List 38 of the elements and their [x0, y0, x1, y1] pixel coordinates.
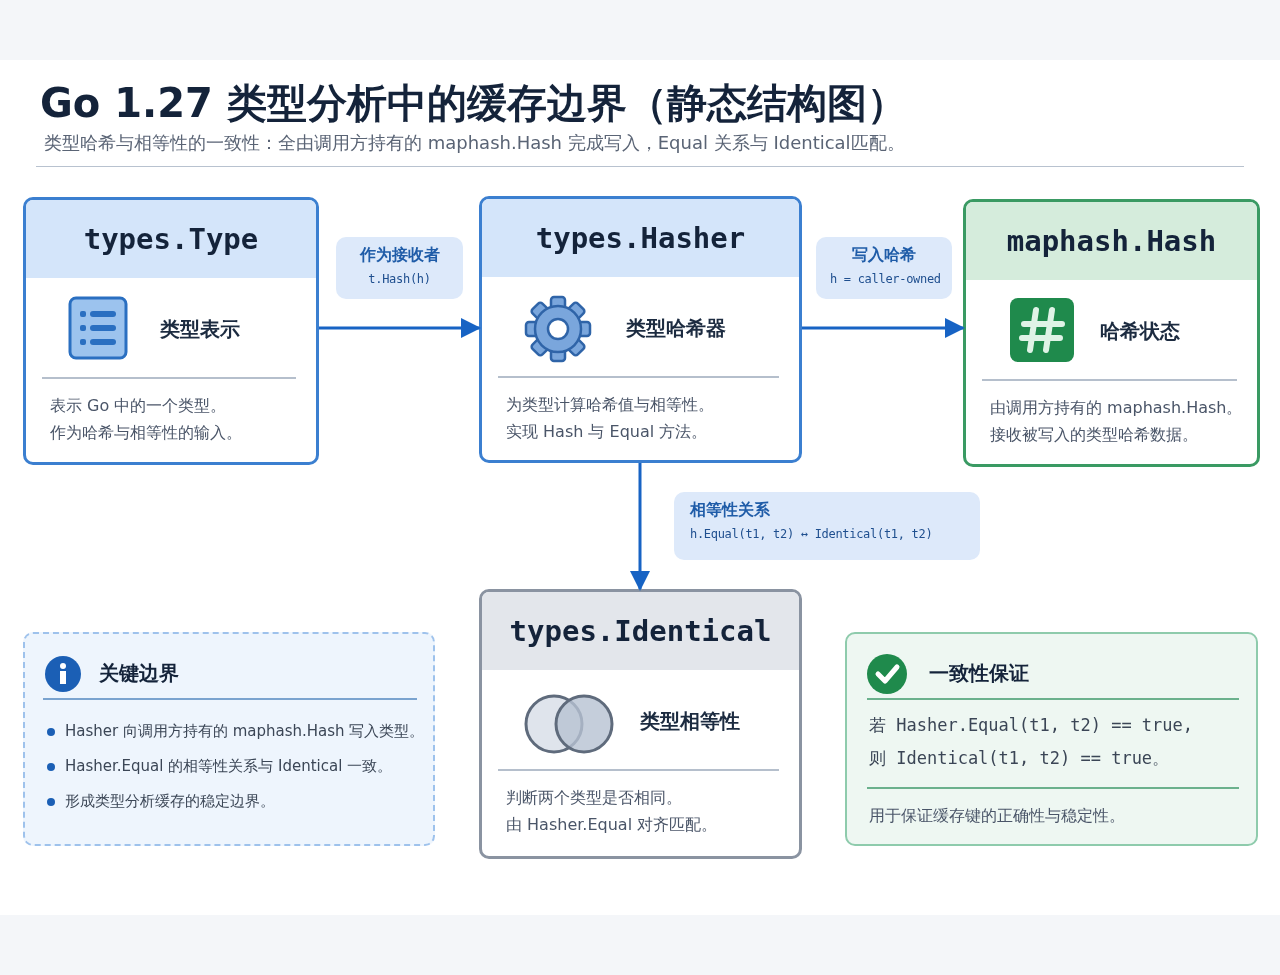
card — [479, 196, 802, 463]
card-subtitle: 类型哈希器 — [626, 315, 726, 342]
diagram-title: Go 1.27 类型分析中的缓存边界（静态结构图） — [40, 79, 907, 128]
card-subtitle: 类型相等性 — [640, 708, 740, 735]
bullet-item: Hasher 向调用方持有的 maphash.Hash 写入类型。 — [45, 722, 425, 741]
condition-text: 若 Hasher.Equal(t1, t2) == true, — [869, 714, 1194, 737]
card-title: types.Identical — [482, 592, 799, 670]
card — [23, 632, 435, 846]
description-text: 实现 Hash 与 Equal 方法。 — [506, 422, 708, 443]
condition-text: 则 Identical(t1, t2) == true。 — [869, 747, 1170, 770]
edge-label: 作为接收者 t.Hash(h) — [336, 237, 463, 299]
card-title: types.Hasher — [482, 199, 799, 277]
card-title: types.Type — [26, 200, 316, 278]
card-subtitle: 类型表示 — [160, 316, 240, 343]
card — [963, 199, 1260, 467]
description-text: 由 Hasher.Equal 对齐匹配。 — [506, 815, 718, 836]
bullet-item: Hasher.Equal 的相等性关系与 Identical 一致。 — [45, 757, 393, 776]
panel-title: 一致性保证 — [929, 660, 1029, 687]
arrow — [630, 463, 650, 591]
card — [479, 589, 802, 859]
card — [845, 632, 1258, 846]
bullet-item: 形成类型分析缓存的稳定边界。 — [45, 792, 275, 811]
arrow — [802, 318, 965, 338]
panel-title: 关键边界 — [99, 660, 179, 687]
arrow — [319, 318, 481, 338]
subtitle: 类型哈希与相等性的一致性：全由调用方持有的 maphash.Hash 完成写入，Equal 关系与 Identical匹配。 — [44, 131, 905, 155]
description-text: 由调用方持有的 maphash.Hash。 — [990, 398, 1243, 419]
description-text: 判断两个类型是否相同。 — [506, 788, 682, 809]
description-text: 为类型计算哈希值与相等性。 — [506, 395, 714, 416]
edge-label: 写入哈希 h = caller-owned — [816, 237, 952, 299]
card — [23, 197, 319, 465]
description-text: 表示 Go 中的一个类型。 — [50, 396, 227, 417]
description-text: 作为哈希与相等性的输入。 — [50, 423, 242, 444]
card-title: maphash.Hash — [966, 202, 1257, 280]
card-subtitle: 哈希状态 — [1100, 318, 1180, 345]
edge-label: 相等性关系 h.Equal(t1, t2) ↔ Identical(t1, t2) — [674, 492, 980, 560]
note-text: 用于保证缓存键的正确性与稳定性。 — [869, 806, 1125, 827]
description-text: 接收被写入的类型哈希数据。 — [990, 425, 1198, 446]
